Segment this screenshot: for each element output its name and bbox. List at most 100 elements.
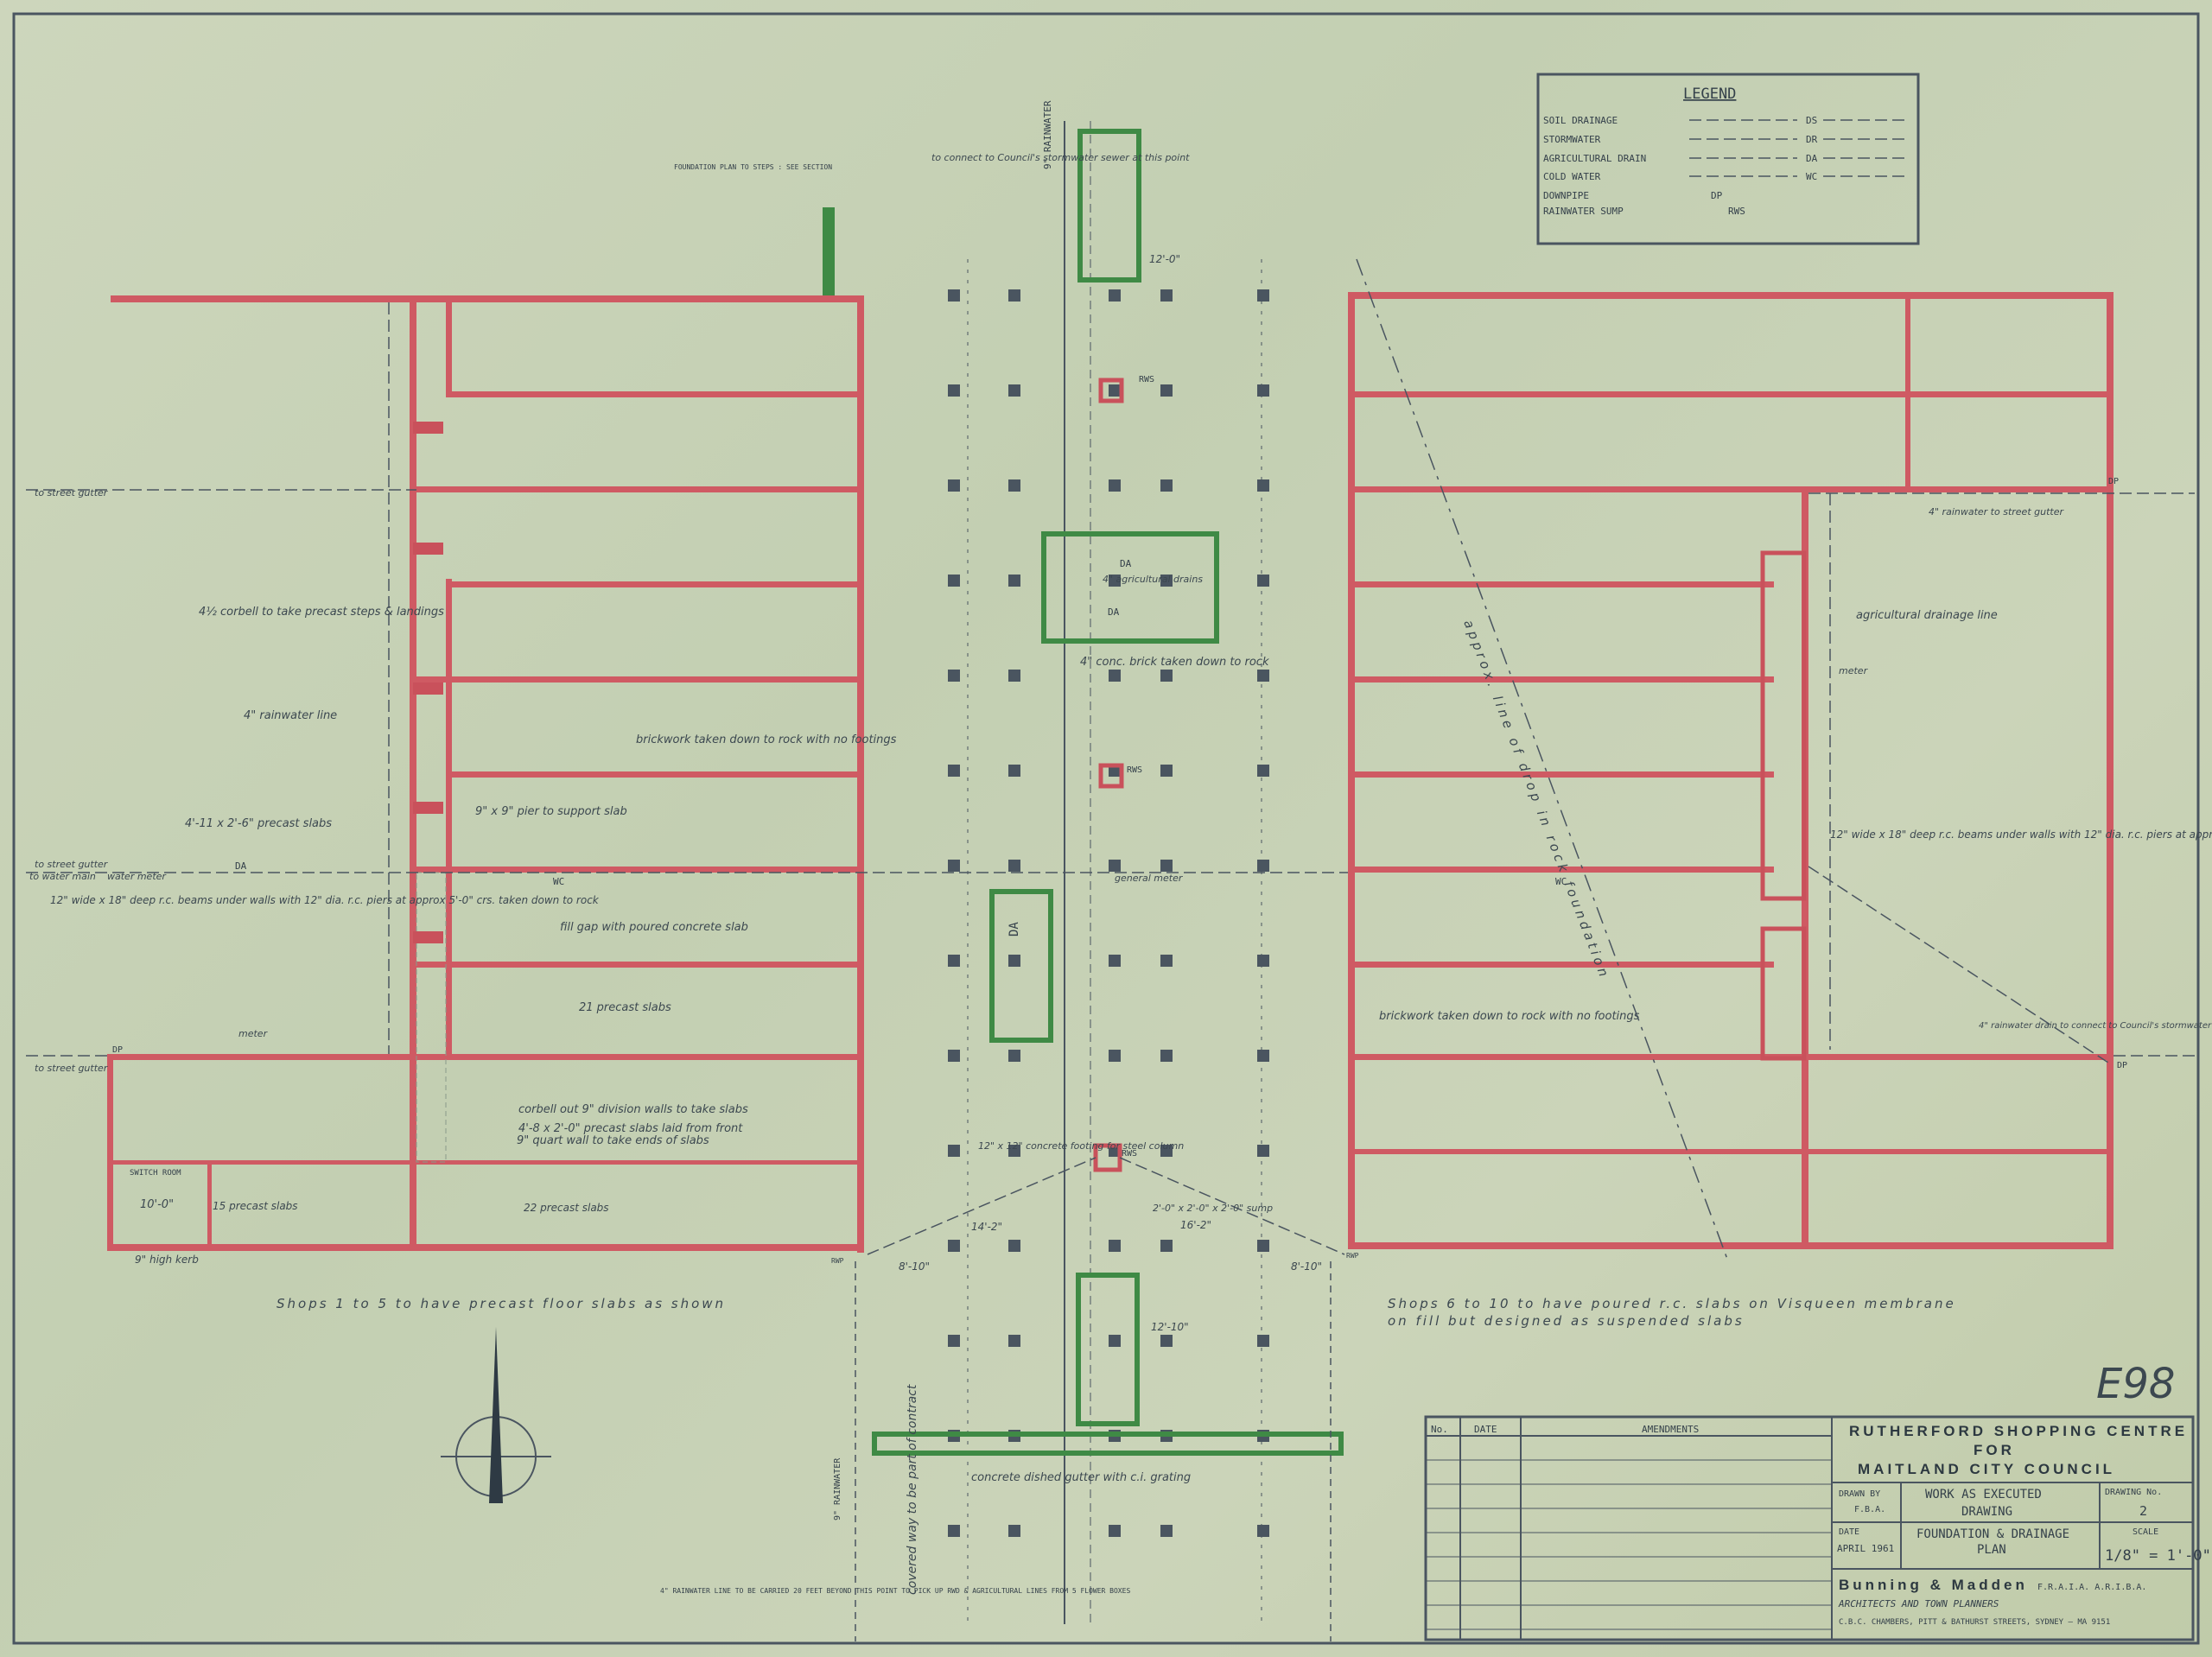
dim-14-2: 14'-2" [971, 1221, 1002, 1233]
legend-label: SOIL DRAINAGE [1543, 115, 1618, 126]
column-footing [1008, 1240, 1020, 1252]
note-rainwater-street: 4" rainwater to street gutter [1929, 506, 2064, 517]
right-party-wall [1355, 581, 1774, 587]
label-rwp: RWP [1346, 1252, 1359, 1260]
column-footing [948, 1240, 960, 1252]
project-line-3: MAITLAND CITY COUNCIL [1858, 1461, 2115, 1477]
rws-2 [1098, 763, 1124, 789]
left-inner-wall-2 [446, 579, 452, 1056]
firm-name: Bunning & Madden [1839, 1577, 2028, 1593]
note-rock-line: approx. line of drop in rock foundation [1460, 618, 1612, 982]
note-foundation: FOUNDATION PLAN TO STEPS : SEE SECTION [674, 163, 832, 171]
note-ag-line: agricultural drainage line [1856, 609, 1998, 622]
da-line-sump [867, 1157, 1096, 1255]
note-brickwork-right: brickwork taken down to rock with no foo… [1379, 1010, 1640, 1023]
note-rainwater-line: 4" rainwater line [244, 709, 337, 722]
note-conc-brick: 4" conc. brick taken down to rock [1080, 656, 1269, 669]
column-footing [1257, 1240, 1269, 1252]
column-footing [1008, 384, 1020, 397]
right-top-wall [1348, 292, 2113, 299]
column-footing [1109, 1050, 1121, 1062]
column-footing [948, 765, 960, 777]
note-covered-way: covered way to be part of contract [906, 1384, 919, 1595]
dim-16-2: 16'-2" [1180, 1219, 1211, 1231]
drawn-by: F.B.A. [1854, 1505, 1885, 1514]
column-footing [1257, 670, 1269, 682]
service-lines [26, 258, 2195, 1641]
column-grid [948, 289, 1269, 1537]
column-footing [948, 955, 960, 967]
drawing-no: 2 [2139, 1503, 2147, 1519]
column-footing [1160, 575, 1173, 587]
left-party-wall [416, 962, 861, 968]
column-footing [1008, 765, 1020, 777]
column-footing [1257, 955, 1269, 967]
legend-label: RAINWATER SUMP [1543, 206, 1624, 217]
column-footing [948, 575, 960, 587]
label-rwp: RWP [831, 1257, 844, 1265]
column-footing [1109, 384, 1121, 397]
note-corbel: 4½ corbell to take precast steps & landi… [199, 606, 444, 619]
drawing-title-2: DRAWING [1961, 1505, 2012, 1519]
column-footing [1008, 575, 1020, 587]
poured-slab-zone [416, 872, 447, 1163]
column-footing [1160, 765, 1173, 777]
sheet-id: E98 [2096, 1360, 2175, 1408]
right-party-wall [1355, 676, 1774, 682]
note-ag-drains: 4" agricultural drains [1103, 574, 1203, 585]
column-footing [1257, 1335, 1269, 1347]
column-footing [948, 1335, 960, 1347]
legend-title: LEGEND [1683, 86, 1736, 103]
firm-sub: ARCHITECTS AND TOWN PLANNERS [1838, 1598, 1999, 1609]
right-front-wall [1348, 292, 1355, 1248]
planter-boxes [823, 129, 1344, 1456]
right-party-wall [1355, 962, 1774, 968]
legend-label: STORMWATER [1543, 134, 1601, 145]
label-rws: RWS [1139, 375, 1154, 384]
column-footing [1109, 860, 1121, 872]
note-general-meter: general meter [1115, 873, 1184, 884]
label-da: DA [1108, 606, 1120, 618]
note-rc-column: 12" x 12" concrete footing for steel col… [978, 1140, 1184, 1152]
column-footing [1109, 1335, 1121, 1347]
note-shops-6-10: on fill but designed as suspended slabs [1388, 1313, 1745, 1329]
label-wc: WC [1555, 876, 1567, 887]
note-rainwater-pipe: 4" RAINWATER LINE TO BE CARRIED 20 FEET … [660, 1587, 1130, 1595]
title-block [1424, 1415, 2195, 1641]
note-brickwork: brickwork taken down to rock with no foo… [636, 733, 897, 746]
column-footing [948, 670, 960, 682]
date-value: APRIL 1961 [1837, 1543, 1894, 1554]
column-footing [1008, 479, 1020, 492]
tb-col-no: No. [1431, 1424, 1448, 1435]
left-end-wall [107, 1054, 113, 1251]
legend-code: DP [1711, 190, 1723, 201]
tb-col-date: DATE [1474, 1424, 1497, 1435]
column-footing [1257, 1145, 1269, 1157]
right-beam-zone [1760, 926, 1807, 1061]
note-kerb: 9" high kerb [135, 1254, 199, 1266]
right-street-wall [1348, 1242, 2113, 1249]
column-footing [948, 289, 960, 302]
note-water-meter: water meter [107, 871, 167, 882]
left-party-wall [416, 676, 861, 682]
dim-12-10: 12'-10" [1151, 1321, 1189, 1333]
tb-col-amendments: AMENDMENTS [1642, 1424, 1699, 1435]
legend-code: DA [1806, 153, 1818, 164]
column-footing [1257, 384, 1269, 397]
planter-box-top [1077, 129, 1141, 283]
label-dp: DP [2108, 477, 2119, 486]
legend [1536, 73, 1920, 245]
label-dp: DP [112, 1045, 123, 1055]
right-end-wall [2107, 292, 2113, 1248]
label-dp: DP [2117, 1061, 2127, 1070]
right-party-wall [1355, 486, 2107, 492]
label-rainwater: 9" RAINWATER [1042, 100, 1053, 169]
column-footing [1257, 575, 1269, 587]
scale-label: SCALE [2133, 1527, 2158, 1537]
left-party-wall [416, 486, 861, 492]
column-footing [1160, 955, 1173, 967]
column-footing [948, 860, 960, 872]
